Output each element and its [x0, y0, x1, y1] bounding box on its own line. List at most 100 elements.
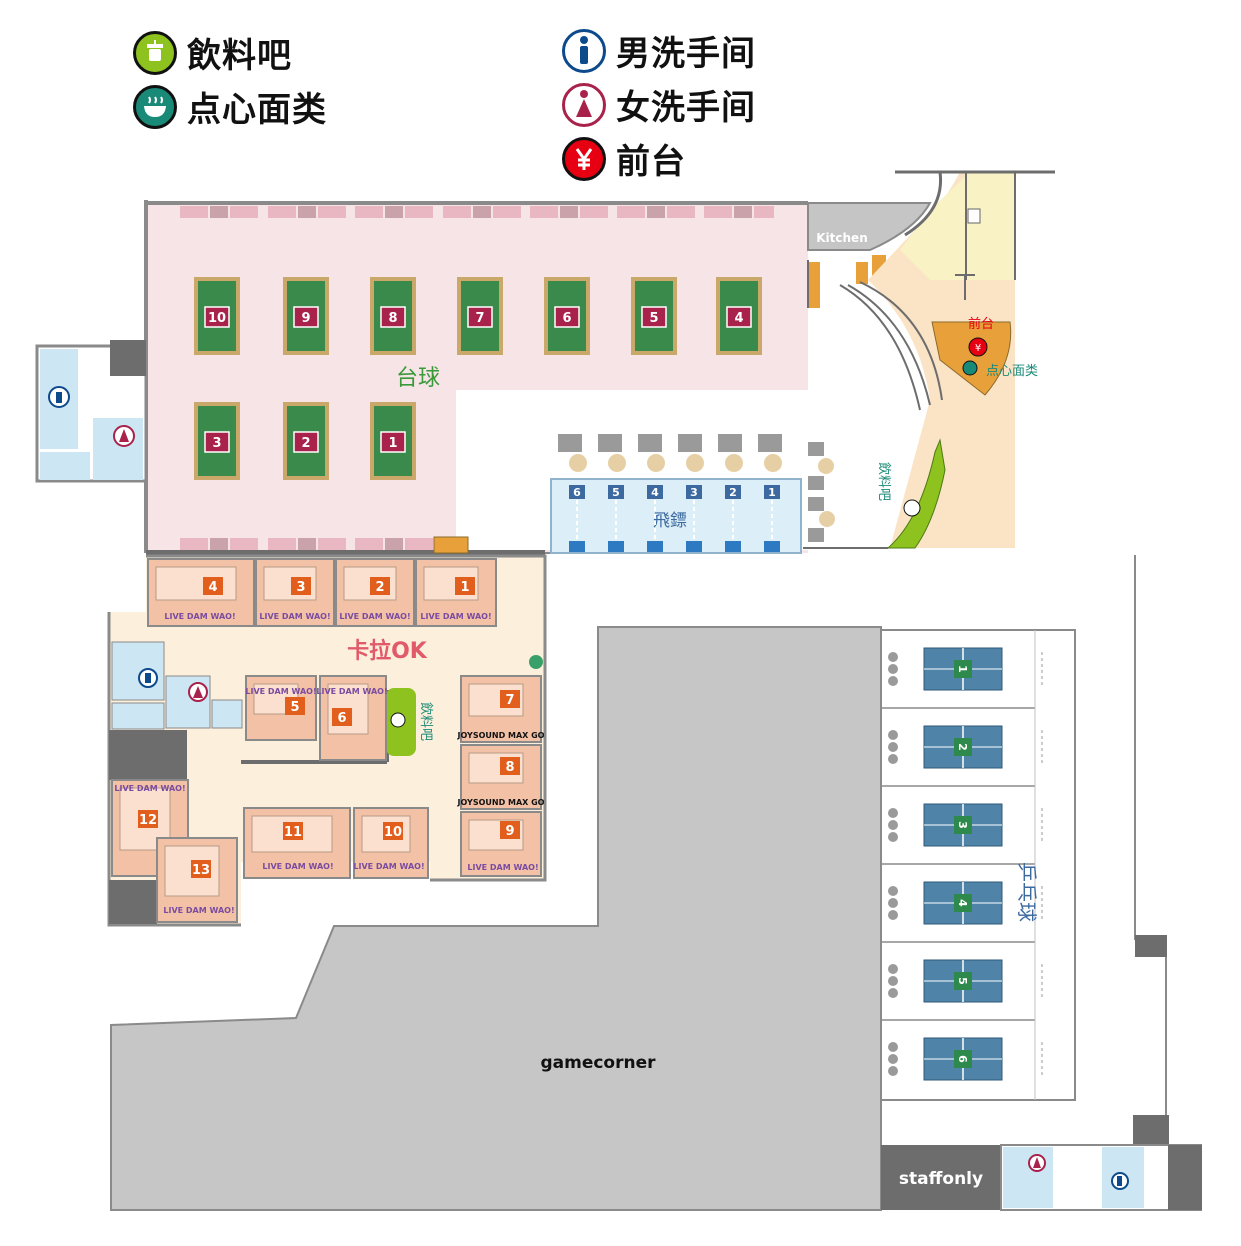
karaoke-brand-label: LIVE DAM WAO!: [316, 687, 387, 696]
legend-mens-restroom-label: 男洗手间: [616, 34, 756, 74]
dart-lane-badge: [725, 485, 741, 499]
legend-snack-label: 点心面类: [187, 90, 327, 130]
room-number-badge: [138, 810, 158, 828]
room-number: 7: [505, 693, 514, 708]
karaoke-brand-label: LIVE DAM WAO!: [114, 784, 185, 793]
billiard-table: 5: [631, 277, 677, 355]
pingpong-table-number: 5: [956, 977, 969, 985]
yen-icon: [562, 136, 606, 181]
kitchen-label: Kitchen: [816, 231, 868, 245]
room-number: 1: [460, 580, 469, 595]
game-corner: gamecorner: [110, 626, 882, 1211]
billiard-table-number: 1: [388, 436, 397, 451]
restroom-block-upper: [35, 340, 148, 483]
pingpong-number-badge: [954, 816, 972, 834]
dart-lane: 6: [569, 485, 585, 552]
legend-drink-bar-label: 飲料吧: [187, 36, 292, 76]
karaoke-brand-label: LIVE DAM WAO!: [259, 612, 330, 621]
table-number-badge: [204, 306, 230, 328]
room-number: 5: [290, 700, 299, 715]
billiard-table-number: 10: [208, 311, 226, 326]
karaoke-brand-label: LIVE DAM WAO!: [163, 906, 234, 915]
pingpong-table: 5: [888, 959, 1043, 1003]
room-number-badge: [383, 822, 403, 840]
dart-lane-badge: [764, 485, 780, 499]
darts-area: 飛鏢: [550, 434, 835, 554]
billiard-table: 3: [194, 402, 240, 480]
legend-front-desk-label: 前台: [616, 142, 686, 182]
karaoke-room: 6 LIVE DAM WAO!: [316, 675, 388, 761]
dart-lane: 4: [647, 485, 663, 552]
room-number: 8: [505, 760, 514, 775]
room-number-badge: [191, 860, 211, 878]
billiard-table: 10: [194, 277, 240, 355]
room-number: 13: [192, 863, 210, 878]
table-number-badge: [293, 306, 319, 328]
mens-restroom-icon: [562, 28, 606, 73]
table-number-badge: [726, 306, 752, 328]
legend-womens-restroom-label: 女洗手间: [616, 88, 756, 128]
room-number: 3: [296, 580, 305, 595]
billiard-table-number: 8: [388, 311, 397, 326]
billiard-table-number: 7: [475, 311, 484, 326]
plant-icon: [529, 655, 543, 669]
snack-bowl-icon: [962, 360, 978, 376]
dart-board: [725, 541, 741, 552]
room-number: 6: [337, 711, 346, 726]
dart-lane-badge: [608, 485, 624, 499]
karaoke-brand-label: LIVE DAM WAO!: [420, 612, 491, 621]
room-number-badge: [285, 697, 305, 715]
table-number-badge: [204, 431, 230, 453]
pingpong-number-badge: [954, 738, 972, 756]
room-number-badge: [291, 577, 311, 595]
karaoke-drink-bar-label: 飲料吧: [418, 702, 434, 741]
karaoke-brand-label: JOYSOUND MAX GO: [457, 798, 545, 807]
room-number: 9: [505, 824, 514, 839]
pingpong-table-number: 3: [956, 821, 969, 829]
pingpong-number-badge: [954, 660, 972, 678]
legend-snack: 点心面类: [133, 82, 327, 131]
womens-restroom-icon: [562, 82, 606, 127]
room-number: 12: [139, 813, 157, 828]
front-desk-area: 前台 ¥ 点心面类 飲料吧: [839, 170, 1055, 549]
legend-womens-restroom: 女洗手间: [562, 80, 756, 129]
dart-lane: 1: [764, 485, 780, 552]
billiard-table-number: 5: [649, 311, 658, 326]
pingpong-table: 2: [888, 725, 1043, 769]
billiard-table-number: 3: [212, 436, 221, 451]
room-number-badge: [500, 821, 520, 839]
staff-only-area: staffonly: [881, 1144, 1202, 1211]
dart-lane-number: 5: [612, 486, 620, 499]
pingpong-table: 6: [888, 1037, 1043, 1081]
dart-board: [764, 541, 780, 552]
legend-drink-bar: 飲料吧: [133, 28, 292, 77]
karaoke-brand-label: LIVE DAM WAO!: [262, 862, 333, 871]
pingpong-table: 4: [888, 881, 1043, 925]
billiard-table: 1: [370, 402, 416, 480]
dart-lane-number: 2: [729, 486, 737, 499]
dart-lane-number: 3: [690, 486, 698, 499]
room-number-badge: [500, 757, 520, 775]
darts-label: 飛鏢: [653, 511, 687, 531]
room-number-badge: [332, 708, 352, 726]
dart-lane-badge: [686, 485, 702, 499]
karaoke-brand-label: JOYSOUND MAX GO: [457, 731, 545, 740]
room-number-badge: [283, 822, 303, 840]
room-number-badge: [455, 577, 475, 595]
legend-front-desk: 前台: [562, 134, 686, 183]
pingpong-table-number: 1: [956, 665, 969, 673]
dart-lane: 5: [608, 485, 624, 552]
billiards-label: 台球: [396, 366, 440, 391]
drink-bar-icon: [133, 30, 177, 75]
room-number: 2: [375, 580, 384, 595]
table-number-badge: [467, 306, 493, 328]
room-number: 10: [384, 825, 402, 840]
